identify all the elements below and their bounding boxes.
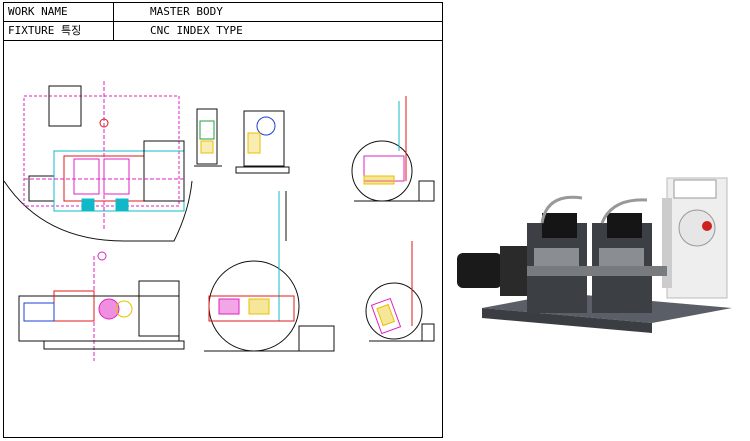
header-row-fixture: FIXTURE 특징 CNC INDEX TYPE [4, 22, 442, 41]
fixture-value: CNC INDEX TYPE [150, 24, 243, 37]
main-side-view [18, 251, 185, 361]
fixture-engineering-drawing [4, 81, 435, 361]
detail-view-center [204, 191, 335, 352]
side-view-b [235, 110, 290, 174]
detail-view-bottom-right [365, 241, 435, 342]
header-row-work-name: WORK NAME MASTER BODY [4, 3, 442, 22]
work-name-label: WORK NAME [8, 5, 68, 18]
detail-view-top-right [351, 96, 435, 202]
spec-sheet: WORK NAME MASTER BODY FIXTURE 특징 CNC IND… [3, 2, 443, 438]
main-top-view [4, 81, 193, 242]
work-name-value: MASTER BODY [150, 5, 223, 18]
fixture-product-photo [457, 177, 732, 333]
header-divider [113, 3, 114, 41]
fixture-label: FIXTURE 특징 [8, 24, 82, 37]
side-view-a [194, 108, 222, 167]
